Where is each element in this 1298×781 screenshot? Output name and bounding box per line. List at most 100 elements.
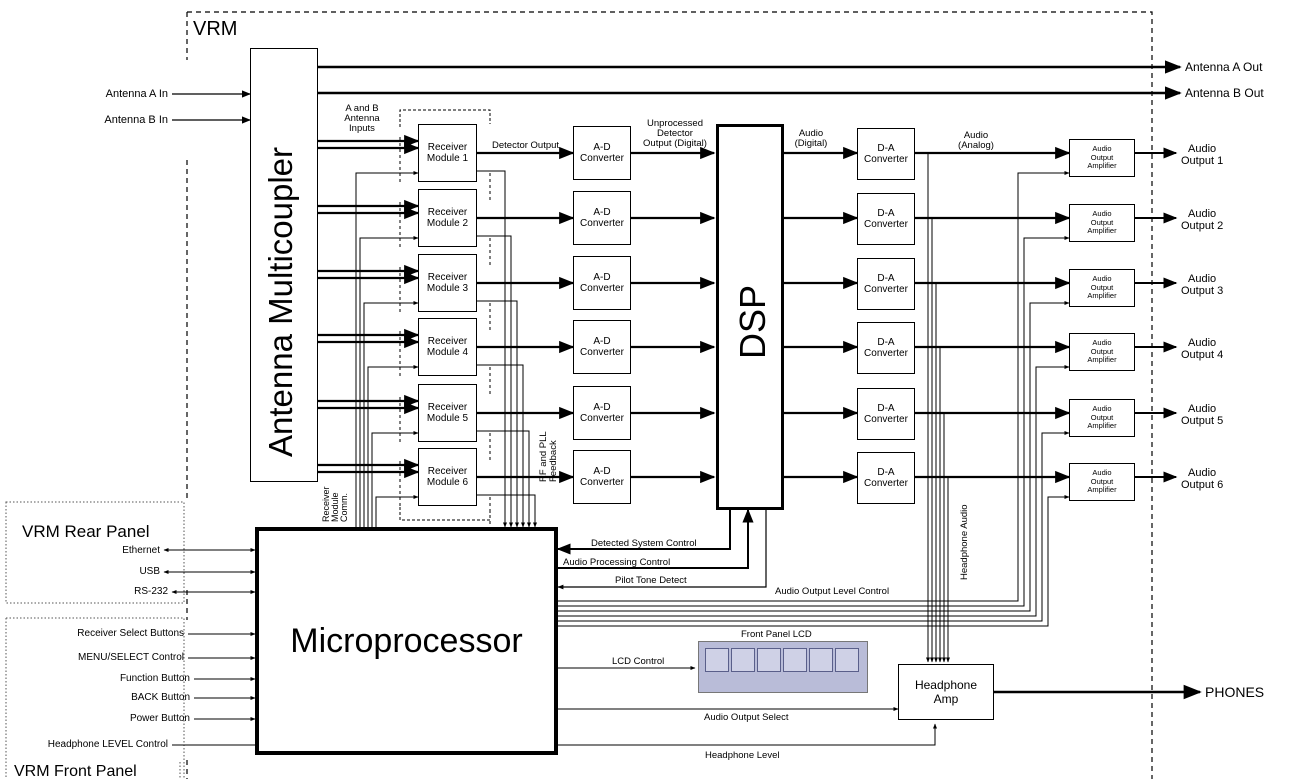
- audio-output-amplifier-3-label: Audio Output Amplifier: [1087, 274, 1117, 301]
- ad-converter-2-label: A-D Converter: [580, 207, 624, 229]
- ad-converter-1-label: A-D Converter: [580, 142, 624, 164]
- audio-output-4-label: Audio Output 4: [1181, 337, 1224, 361]
- da-converter-3: D-A Converter: [857, 258, 915, 310]
- level-control-2: [558, 236, 1070, 607]
- feedback-line-2: [477, 235, 513, 528]
- rf-pll-feedback-label: RF and PLL Feedback: [538, 431, 559, 482]
- microprocessor-block: Microprocessor: [255, 527, 558, 755]
- lcd-control-label: LCD Control: [612, 656, 665, 667]
- usb-port-label: USB: [139, 566, 160, 577]
- antenna-a-in-label: Antenna A In: [105, 88, 168, 100]
- module-comm-6: [375, 495, 419, 527]
- da-converter-5-label: D-A Converter: [864, 403, 908, 425]
- front-panel-lcd-label: Front Panel LCD: [741, 629, 812, 640]
- audio-processing-control-label: Audio Processing Control: [563, 557, 671, 568]
- rs232-port-label: RS-232: [134, 586, 168, 597]
- audio-analog-label: Audio (Analog): [958, 130, 994, 151]
- audio-output-2-label: Audio Output 2: [1181, 208, 1224, 232]
- receiver-module-2: Receiver Module 2: [418, 189, 477, 247]
- audio-output-amplifier-2: Audio Output Amplifier: [1069, 204, 1135, 242]
- da-converter-4-label: D-A Converter: [864, 337, 908, 359]
- da-converter-5: D-A Converter: [857, 388, 915, 440]
- audio-output-amplifier-5-label: Audio Output Amplifier: [1087, 404, 1117, 431]
- menu-select-control-label: MENU/SELECT Control: [78, 652, 184, 663]
- audio-output-level-control-label: Audio Output Level Control: [775, 586, 890, 597]
- feedback-line-4: [477, 364, 525, 528]
- ad-converter-4-label: A-D Converter: [580, 336, 624, 358]
- ad-converter-5-label: A-D Converter: [580, 402, 624, 424]
- audio-output-amplifier-4: Audio Output Amplifier: [1069, 333, 1135, 371]
- microprocessor-label: Microprocessor: [290, 622, 523, 660]
- headphone-amp-block: Headphone Amp: [898, 664, 994, 720]
- audio-output-amplifier-4-label: Audio Output Amplifier: [1087, 338, 1117, 365]
- audio-output-amplifier-6: Audio Output Amplifier: [1069, 463, 1135, 501]
- audio-output-3-label: Audio Output 3: [1181, 273, 1224, 297]
- receiver-select-buttons-label: Receiver Select Buttons: [77, 628, 184, 639]
- receiver-module-2-label: Receiver Module 2: [426, 207, 469, 229]
- audio-output-5-label: Audio Output 5: [1181, 403, 1224, 427]
- ad-converter-6: A-D Converter: [573, 450, 631, 504]
- vrm-label: VRM: [193, 18, 238, 40]
- headphone-level-control-label: Headphone LEVEL Control: [47, 739, 168, 750]
- ad-converter-1: A-D Converter: [573, 126, 631, 180]
- function-button-label: Function Button: [119, 673, 190, 684]
- headphone-amp-label: Headphone Amp: [914, 678, 978, 706]
- feedback-line-5: [477, 430, 531, 528]
- da-converter-6: D-A Converter: [857, 452, 915, 504]
- da-converter-4: D-A Converter: [857, 322, 915, 374]
- module-comm-2: [359, 236, 419, 527]
- level-control-6: [558, 495, 1070, 627]
- da-converter-3-label: D-A Converter: [864, 273, 908, 295]
- audio-output-amplifier-3: Audio Output Amplifier: [1069, 269, 1135, 307]
- audio-digital-label: Audio (Digital): [794, 128, 828, 149]
- audio-output-1-label: Audio Output 1: [1181, 143, 1224, 167]
- unprocessed-detector-output-label: Unprocessed Detector Output (Digital): [643, 118, 707, 149]
- module-comm-4: [367, 365, 419, 527]
- antenna-multicoupler-block: Antenna Multicoupler: [250, 48, 318, 482]
- ad-converter-3-label: A-D Converter: [580, 272, 624, 294]
- level-control-4: [558, 365, 1070, 617]
- ethernet-port-label: Ethernet: [122, 545, 160, 556]
- ab-antenna-inputs-label: A and B Antenna Inputs: [344, 103, 380, 134]
- ad-converter-2: A-D Converter: [573, 191, 631, 245]
- front-panel-lcd-image: [698, 641, 868, 693]
- da-converter-1-label: D-A Converter: [864, 143, 908, 165]
- audio-output-amplifier-2-label: Audio Output Amplifier: [1087, 209, 1117, 236]
- module-comm-1: [355, 171, 419, 527]
- receiver-module-5: Receiver Module 5: [418, 384, 477, 442]
- level-control-5: [558, 431, 1070, 622]
- receiver-module-1: Receiver Module 1: [418, 124, 477, 182]
- antenna-multicoupler-label: Antenna Multicoupler: [262, 146, 299, 457]
- rear-panel-label: VRM Rear Panel: [22, 522, 150, 541]
- receiver-module-4: Receiver Module 4: [418, 318, 477, 376]
- audio-output-select-label: Audio Output Select: [704, 712, 789, 723]
- audio-output-amplifier-5: Audio Output Amplifier: [1069, 399, 1135, 437]
- level-control-1: [558, 171, 1070, 602]
- ad-converter-4: A-D Converter: [573, 320, 631, 374]
- audio-output-amplifier-6-label: Audio Output Amplifier: [1087, 468, 1117, 495]
- receiver-module-comm-label: Receiver Module Comm.: [321, 486, 349, 522]
- detector-output-label: Detector Output: [492, 140, 560, 151]
- ad-converter-3: A-D Converter: [573, 256, 631, 310]
- ad-converter-5: A-D Converter: [573, 386, 631, 440]
- module-comm-5: [371, 431, 419, 527]
- audio-output-6-label: Audio Output 6: [1181, 467, 1224, 491]
- dsp-label: DSP: [732, 284, 773, 359]
- receiver-module-6-label: Receiver Module 6: [426, 466, 469, 488]
- audio-output-amplifier-1: Audio Output Amplifier: [1069, 139, 1135, 177]
- level-control-3: [558, 301, 1070, 612]
- headphone-audio-label: Headphone Audio: [959, 504, 970, 580]
- feedback-line-1: [477, 170, 507, 528]
- headphone-level-label: Headphone Level: [705, 750, 780, 761]
- audio-output-amplifier-1-label: Audio Output Amplifier: [1087, 144, 1117, 171]
- antenna-a-out-label: Antenna A Out: [1185, 60, 1263, 74]
- da-converter-2-label: D-A Converter: [864, 208, 908, 230]
- receiver-module-4-label: Receiver Module 4: [426, 336, 469, 358]
- front-panel-label: VRM Front Panel: [14, 763, 137, 780]
- da-converter-6-label: D-A Converter: [864, 467, 908, 489]
- dsp-block: DSP: [716, 124, 784, 510]
- pilot-tone-detect-label: Pilot Tone Detect: [615, 575, 687, 586]
- antenna-b-in-label: Antenna B In: [104, 114, 168, 126]
- da-converter-2: D-A Converter: [857, 193, 915, 245]
